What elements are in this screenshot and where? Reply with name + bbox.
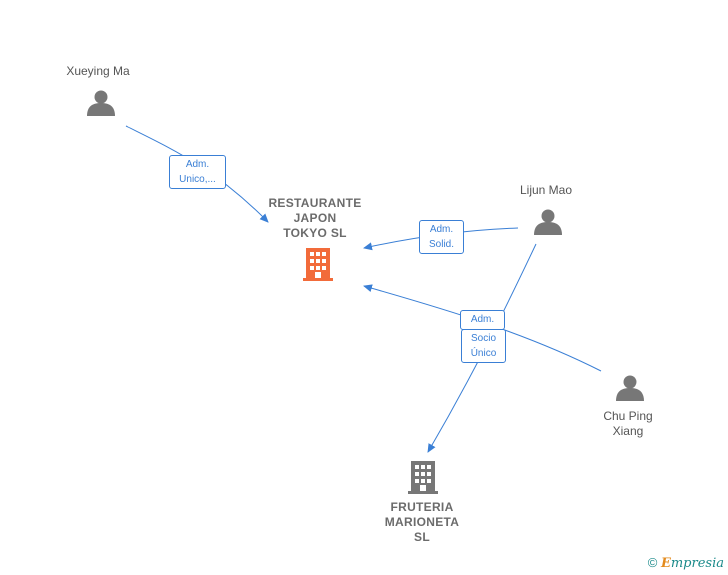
brand-logo[interactable]: Empresia <box>660 556 724 571</box>
person-icon[interactable] <box>534 209 562 236</box>
person-label-chu-ping-xiang[interactable]: Chu Ping Xiang <box>603 409 653 438</box>
building-icon[interactable] <box>303 248 333 281</box>
building-icon[interactable] <box>408 461 438 494</box>
edge-label-lijun-fruteria[interactable]: Socio Único <box>461 329 506 363</box>
edge-label-chu-restaurante[interactable]: Adm. <box>460 310 505 330</box>
brand-footer: © Empresia <box>648 555 724 571</box>
person-label-lijun-mao[interactable]: Lijun Mao <box>519 183 573 197</box>
company-label-restaurante[interactable]: RESTAURANTE JAPON TOKYO SL <box>268 196 362 240</box>
person-icon[interactable] <box>87 90 115 117</box>
person-icon[interactable] <box>616 375 644 402</box>
company-label-fruteria[interactable]: FRUTERIA MARIONETA SL <box>384 500 460 544</box>
edge-label-xueying-restaurante[interactable]: Adm. Unico,... <box>169 155 226 189</box>
copyright-symbol: © <box>647 555 658 570</box>
person-label-xueying-ma[interactable]: Xueying Ma <box>66 64 130 78</box>
edge-label-lijun-restaurante[interactable]: Adm. Solid. <box>419 220 464 254</box>
